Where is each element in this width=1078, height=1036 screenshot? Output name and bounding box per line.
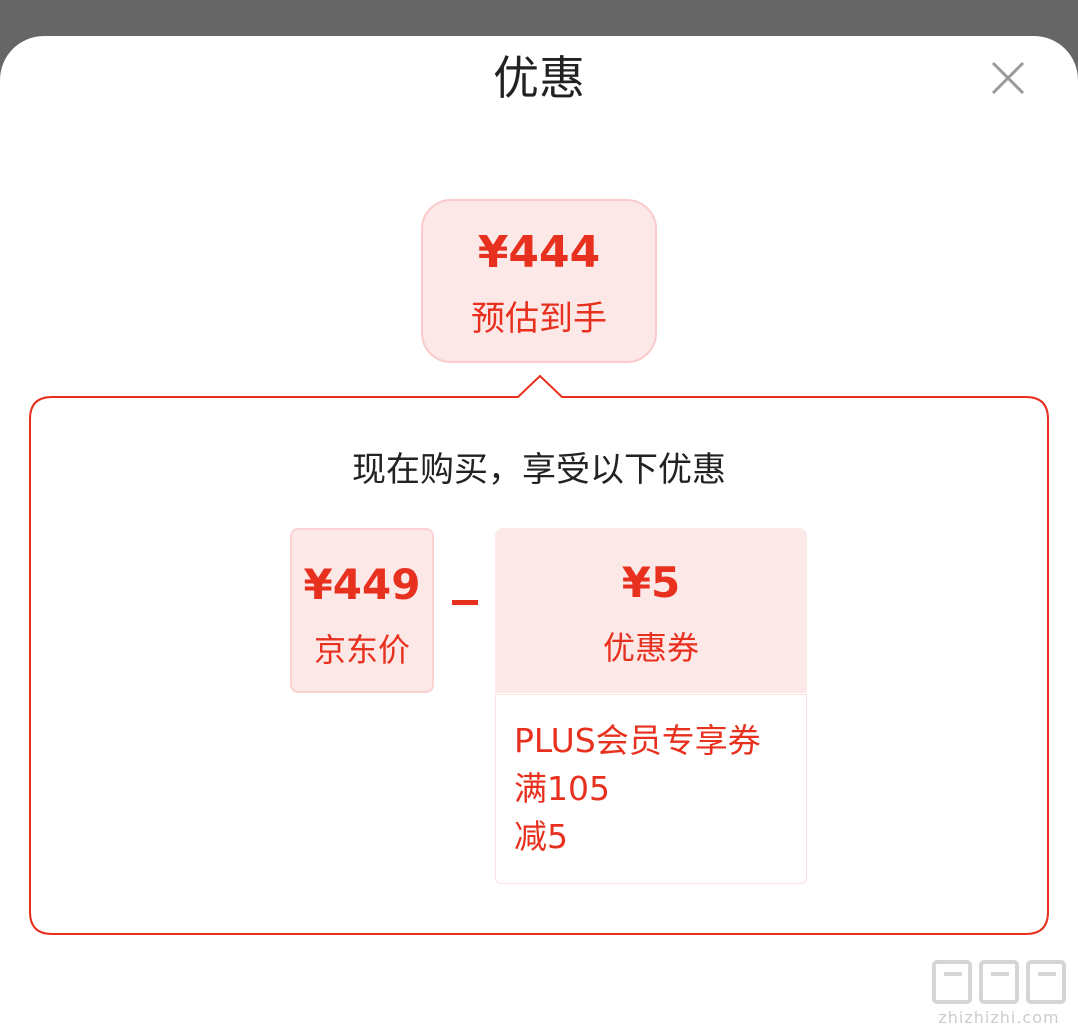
coupon-detail-line: 减5 xyxy=(514,817,568,856)
panel-heading: 现在购买，享受以下优惠 xyxy=(352,450,726,490)
sheet-title: 优惠 xyxy=(493,51,585,105)
estimated-price: ¥444 xyxy=(477,227,601,278)
coupon-label: 优惠券 xyxy=(602,629,699,667)
coupon-detail: PLUS会员专享券 满105 减5 xyxy=(495,694,807,884)
watermark: zhizhizhi.com xyxy=(926,956,1072,1034)
watermark-text: zhizhizhi.com xyxy=(938,1008,1060,1027)
estimated-price-badge: ¥444 预估到手 xyxy=(421,199,657,363)
coupon-amount: ¥5 xyxy=(621,558,681,607)
estimated-price-label: 预估到手 xyxy=(471,299,607,339)
minus-operator xyxy=(452,600,478,605)
jd-price-box: ¥449 京东价 xyxy=(290,528,434,693)
coupon-detail-line: PLUS会员专享券 xyxy=(514,721,761,760)
jd-price: ¥449 xyxy=(303,560,421,609)
watermark-logo-icon xyxy=(932,960,1066,1004)
close-icon xyxy=(991,61,1025,95)
coupon-detail-line: 满105 xyxy=(514,769,610,808)
jd-price-label: 京东价 xyxy=(313,631,410,669)
coupon-box: ¥5 优惠券 xyxy=(495,528,807,693)
close-button[interactable] xyxy=(980,50,1036,106)
